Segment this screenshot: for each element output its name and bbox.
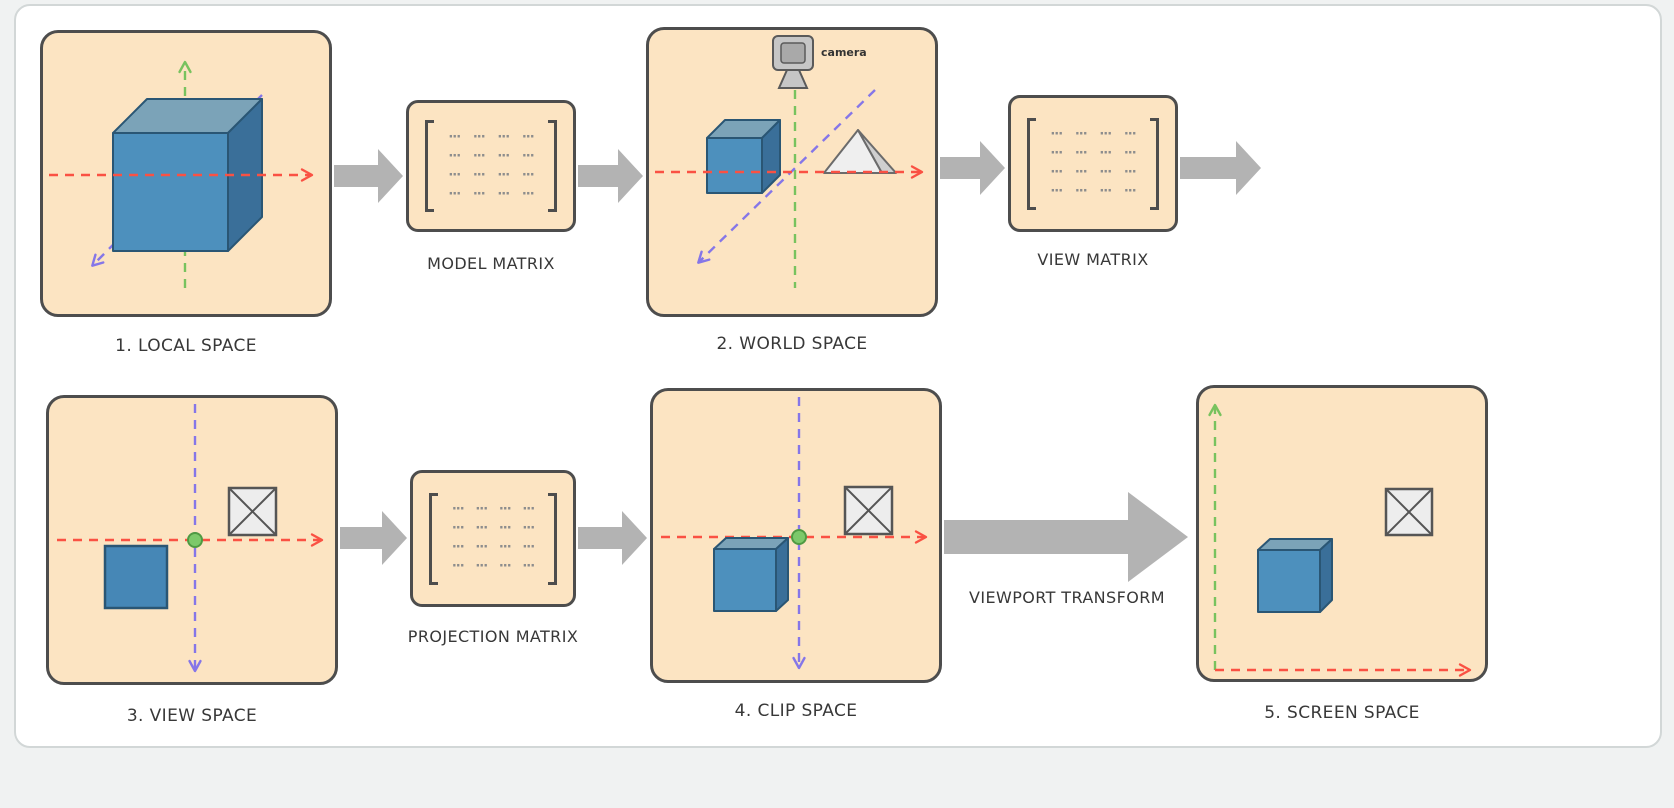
matrix-cell: ···	[521, 148, 535, 164]
matrix-cell: ···	[497, 186, 510, 202]
matrix-cell: ···	[472, 186, 486, 202]
flow-arrow-1	[334, 149, 403, 203]
matrix-cell: ···	[498, 540, 512, 555]
viewport-transform-arrow	[944, 492, 1188, 582]
sprite-icon	[843, 485, 894, 536]
panel-world-space: camera	[646, 27, 938, 317]
panel-view-space	[46, 395, 338, 685]
matrix-bracket-right-icon	[548, 492, 557, 585]
matrix-cell: ···	[497, 148, 510, 164]
view-space-scene	[57, 404, 324, 673]
flow-arrow-6	[578, 511, 647, 565]
matrix-cell: ···	[475, 540, 488, 555]
label-screen-space: 5. SCREEN SPACE	[1264, 703, 1420, 723]
matrix-cell: ···	[1050, 127, 1063, 142]
model-matrix-box: ··· ··· ··· ··· ··· ··· ··· ··· ··· ··· ··· ··· ··· ·…	[406, 100, 576, 232]
projection-matrix-box: ··· ··· ··· ··· ··· ··· ··· ··· ··· ··· ··· ··· ··· ·…	[410, 470, 576, 607]
sprite-icon	[1384, 487, 1434, 537]
world-space-scene: camera	[655, 35, 924, 288]
matrix-cell: ···	[475, 521, 488, 536]
matrix-cell: ···	[451, 559, 465, 574]
matrix-cell: ···	[1123, 184, 1137, 199]
matrix-cell: ···	[1099, 127, 1112, 142]
label-model-matrix: MODEL MATRIX	[427, 254, 555, 273]
matrix-cell: ···	[1074, 146, 1088, 161]
matrix-bracket-left-icon	[1027, 117, 1036, 210]
matrix-cell: ···	[522, 559, 535, 574]
matrix-cell: ···	[522, 540, 535, 555]
label-viewport-transform: VIEWPORT TRANSFORM	[969, 588, 1165, 607]
matrix-cell: ···	[498, 559, 512, 574]
matrix-cells: ··· ··· ··· ··· ··· ··· ··· ··· ··· ··· ··· ··· ··· ·…	[446, 502, 540, 574]
matrix-cell: ···	[498, 521, 512, 536]
matrix-cell: ···	[451, 521, 465, 536]
matrix-cell: ···	[1050, 184, 1063, 199]
view-matrix-box: ··· ··· ··· ··· ··· ··· ··· ··· ··· ··· ··· ··· ··· ·…	[1008, 95, 1178, 232]
camera-label: camera	[821, 46, 867, 59]
matrix-cells: ··· ··· ··· ··· ··· ··· ··· ··· ··· ··· ··· ··· ··· ·…	[442, 129, 540, 202]
matrix-cells: ··· ··· ··· ··· ··· ··· ··· ··· ··· ··· ··· ··· ··· ·…	[1044, 127, 1142, 199]
screen-space-scene	[1208, 403, 1472, 677]
cube-icon	[103, 544, 169, 610]
matrix-cell: ···	[522, 521, 535, 536]
label-view-matrix: VIEW MATRIX	[1037, 250, 1149, 269]
label-clip-space: 4. CLIP SPACE	[734, 701, 858, 721]
matrix-cell: ···	[1050, 165, 1063, 180]
cube-icon	[706, 119, 781, 194]
matrix-cell: ···	[1099, 184, 1112, 199]
matrix-cell: ···	[1074, 127, 1088, 142]
flow-arrow-5	[340, 511, 407, 565]
matrix-cell: ···	[451, 502, 465, 517]
matrix-cell: ···	[448, 148, 461, 164]
matrix-cell: ···	[1123, 146, 1137, 161]
matrix-cell: ···	[1123, 165, 1137, 180]
matrix-cell: ···	[522, 502, 535, 517]
clip-space-scene	[661, 397, 928, 670]
cube-icon	[713, 537, 789, 612]
matrix-cell: ···	[472, 148, 486, 164]
matrix-bracket-right-icon	[548, 120, 557, 212]
flow-arrow-2	[578, 149, 643, 203]
matrix-cell: ···	[521, 129, 535, 145]
matrix-cell: ···	[497, 167, 510, 183]
matrix-cell: ···	[448, 186, 461, 202]
camera-icon	[772, 35, 814, 89]
matrix-cell: ···	[1099, 165, 1112, 180]
origin-dot	[791, 529, 807, 545]
matrix-bracket-left-icon	[425, 120, 434, 212]
flow-arrow-3	[940, 141, 1005, 195]
matrix-cell: ···	[497, 129, 510, 145]
matrix-bracket-right-icon	[1150, 117, 1159, 210]
label-projection-matrix: PROJECTION MATRIX	[407, 627, 579, 646]
label-local-space: 1. LOCAL SPACE	[115, 336, 257, 356]
matrix-cell: ···	[498, 502, 512, 517]
matrix-cell: ···	[475, 559, 488, 574]
label-world-space: 2. WORLD SPACE	[716, 334, 868, 354]
panel-screen-space	[1196, 385, 1488, 682]
matrix-cell: ···	[472, 129, 486, 145]
matrix-cell: ···	[448, 129, 461, 145]
pyramid-icon	[823, 129, 897, 174]
local-space-scene	[49, 60, 314, 288]
matrix-cell: ···	[475, 502, 488, 517]
origin-dot	[187, 532, 203, 548]
cube-icon	[112, 98, 263, 252]
panel-clip-space	[650, 388, 942, 683]
matrix-cell: ···	[451, 540, 465, 555]
matrix-cell: ···	[448, 167, 461, 183]
matrix-cell: ···	[521, 186, 535, 202]
label-view-space: 3. VIEW SPACE	[126, 706, 258, 726]
matrix-cell: ···	[1099, 146, 1112, 161]
flow-arrow-4	[1180, 141, 1261, 195]
matrix-cell: ···	[1074, 184, 1088, 199]
matrix-cell: ···	[1123, 127, 1137, 142]
matrix-bracket-left-icon	[429, 492, 438, 585]
panel-local-space	[40, 30, 332, 317]
matrix-cell: ···	[472, 167, 486, 183]
sprite-icon	[227, 486, 278, 537]
cube-icon	[1257, 538, 1333, 613]
matrix-cell: ···	[1050, 146, 1063, 161]
matrix-cell: ···	[521, 167, 535, 183]
matrix-cell: ···	[1074, 165, 1088, 180]
